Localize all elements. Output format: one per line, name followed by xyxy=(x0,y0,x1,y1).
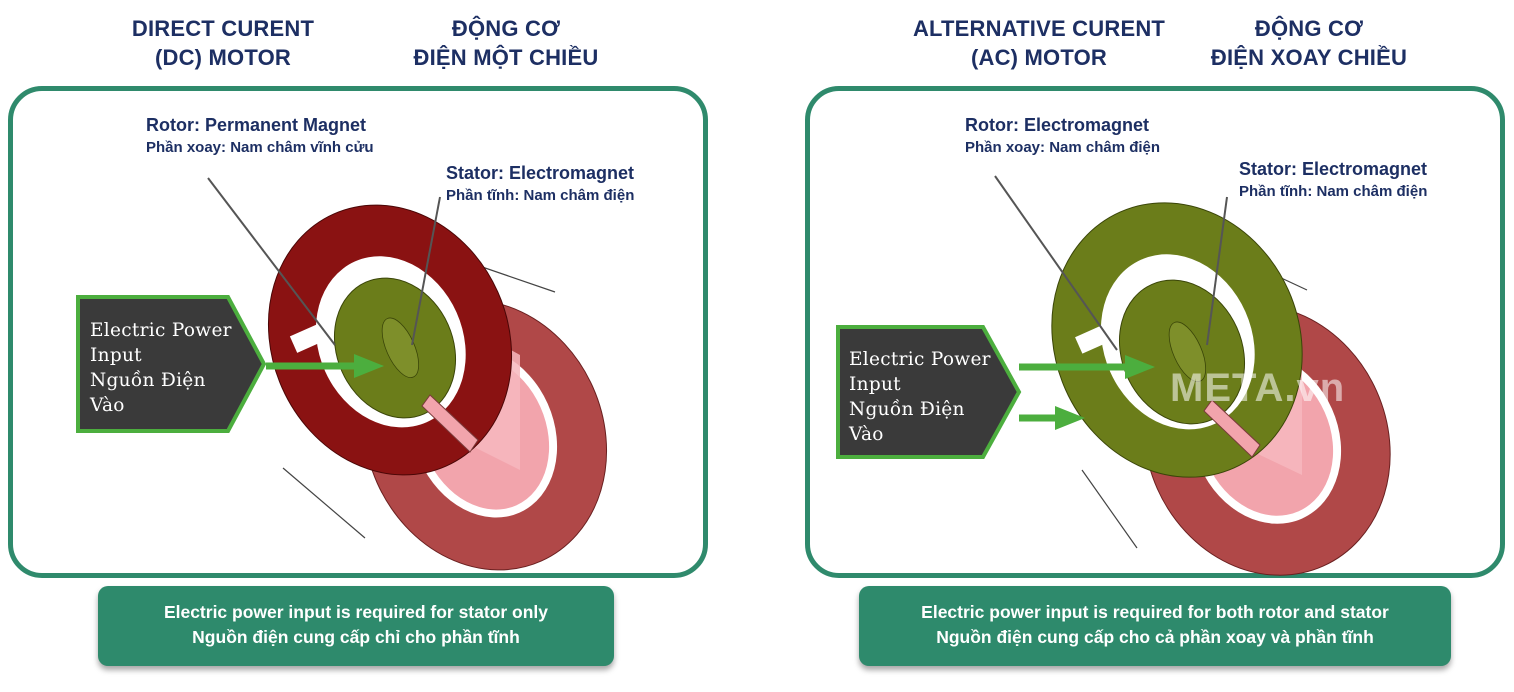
dc-rotor-leader xyxy=(207,177,336,346)
ac-power-arrow-rotor xyxy=(1019,355,1155,379)
dc-stator-label: Stator: Electromagnet Phần tĩnh: Nam châ… xyxy=(446,163,635,204)
ac-motor-illustration xyxy=(836,175,1391,576)
ac-rotor-label: Rotor: Electromagnet Phần xoay: Nam châm… xyxy=(965,115,1161,156)
dc-title-en: DIRECT CURENT(DC) MOTOR xyxy=(131,16,315,70)
dc-stator-leader xyxy=(411,196,441,346)
ac-power-box xyxy=(836,325,1022,459)
dc-caption: Electric power input is required for sta… xyxy=(98,586,614,666)
ac-rotor-leader xyxy=(994,175,1118,351)
ac-caption: Electric power input is required for bot… xyxy=(859,586,1451,666)
ac-title-en: ALTERNATIVE CURENT(AC) MOTOR xyxy=(912,16,1166,70)
ac-power-arrow-stator xyxy=(1019,406,1085,430)
watermark: META.vn xyxy=(1170,366,1346,410)
ac-stator-label: Stator: Electromagnet Phần tĩnh: Nam châ… xyxy=(1239,159,1428,200)
dc-power-box xyxy=(76,295,267,433)
ac-rotor-core xyxy=(1118,279,1246,425)
ac-stator-leader xyxy=(1206,196,1228,346)
dc-motor-illustration xyxy=(76,177,608,571)
dc-rotor-core xyxy=(333,277,457,419)
dc-rotor-label: Rotor: Permanent Magnet Phần xoay: Nam c… xyxy=(146,115,374,156)
dc-power-arrow xyxy=(266,354,384,378)
